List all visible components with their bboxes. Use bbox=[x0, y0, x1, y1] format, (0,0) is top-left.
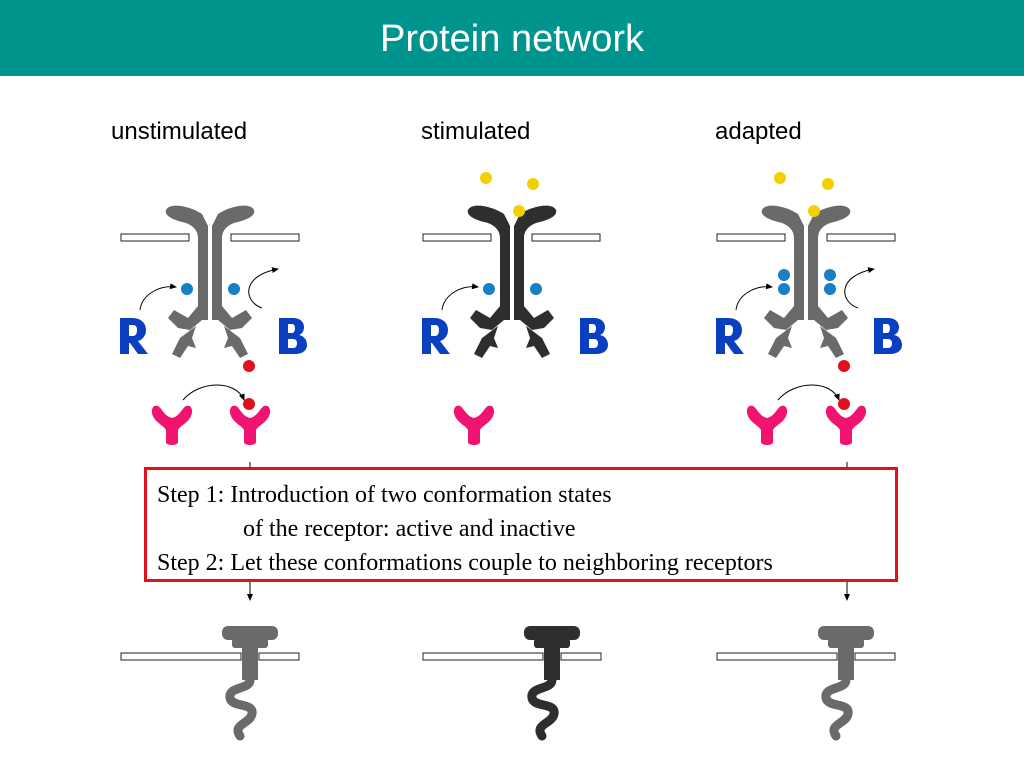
label-unstimulated: unstimulated bbox=[111, 118, 248, 145]
label-adapted: adapted bbox=[715, 118, 802, 145]
ligand-bound bbox=[513, 205, 525, 217]
cheR-icon bbox=[120, 318, 148, 354]
step-1-text: Step 1: Introduction of two conformation… bbox=[157, 482, 612, 508]
arrow-phospho bbox=[182, 384, 245, 401]
cheR-icon bbox=[422, 318, 450, 354]
step-2-text: Step 2: Let these conformations couple t… bbox=[157, 550, 773, 576]
receptor-inactive bbox=[165, 205, 255, 358]
methyl-dot bbox=[181, 283, 193, 295]
cheY-icon bbox=[453, 405, 495, 445]
methyl-dot bbox=[228, 283, 240, 295]
steps-box: Step 1: Introduction of two conformation… bbox=[144, 467, 898, 582]
column-stimulated bbox=[422, 172, 608, 741]
phosphate-dot bbox=[243, 398, 255, 410]
cheB-icon bbox=[279, 318, 307, 354]
receptor-active bbox=[467, 205, 557, 358]
column-unstimulated bbox=[120, 205, 307, 741]
label-stimulated: stimulated bbox=[421, 118, 531, 145]
cheY-icon bbox=[151, 405, 193, 445]
membrane-left bbox=[120, 233, 190, 242]
page-title: Protein network bbox=[379, 18, 644, 60]
ligand-dot bbox=[480, 172, 492, 184]
membrane-right bbox=[230, 233, 300, 242]
receptor-adapted bbox=[761, 205, 851, 358]
arrow-B bbox=[248, 267, 279, 309]
column-adapted bbox=[716, 172, 902, 741]
phosphate-dot bbox=[243, 360, 255, 372]
arrow-R bbox=[139, 283, 177, 311]
cheB-icon bbox=[580, 318, 608, 354]
step-1-continuation: of the receptor: active and inactive bbox=[243, 516, 576, 542]
ligand-dot bbox=[527, 178, 539, 190]
cheY-P-icon bbox=[229, 405, 271, 445]
title-bar bbox=[0, 0, 1024, 76]
